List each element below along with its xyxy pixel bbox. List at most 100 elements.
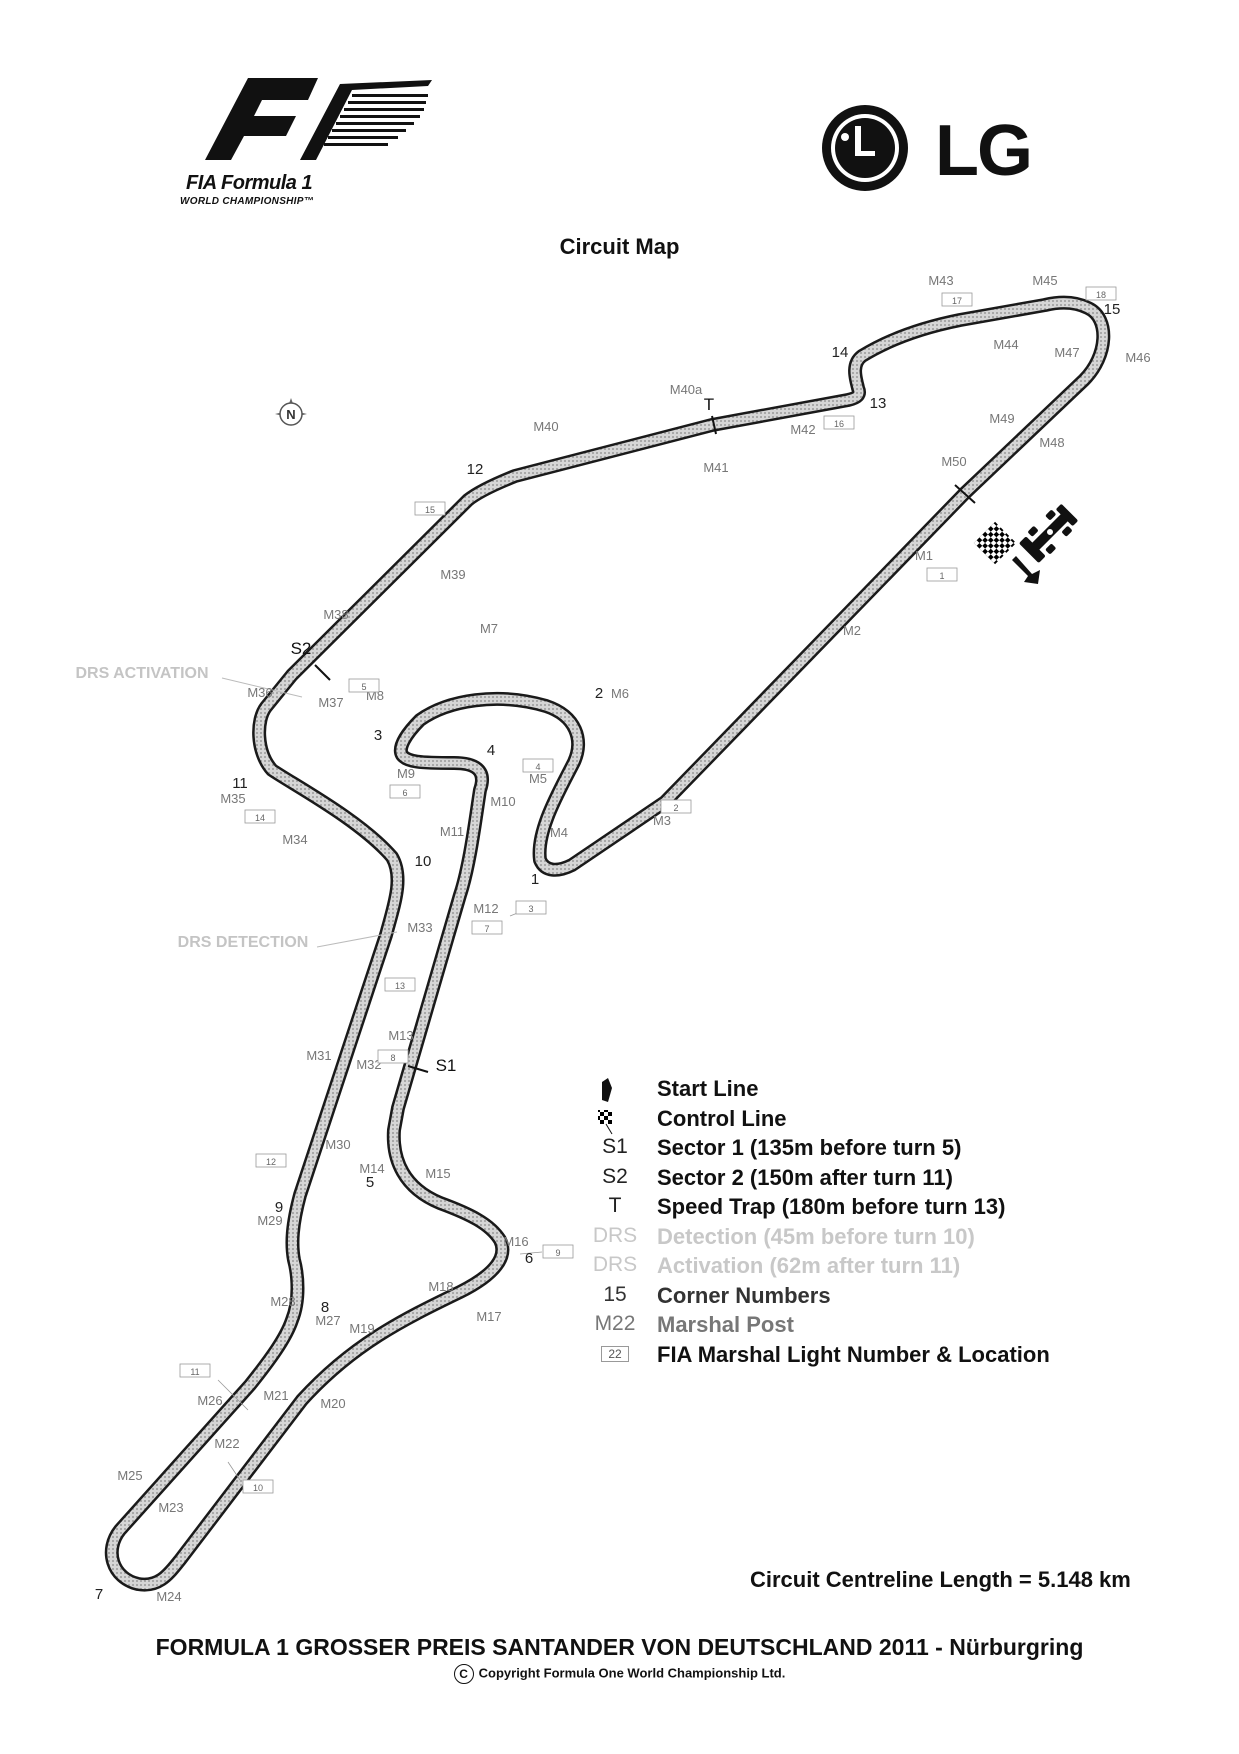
light-box-number: 17 — [952, 296, 962, 306]
marshal-post-label: M33 — [407, 920, 432, 935]
light-box — [660, 799, 692, 814]
marshal-post-label: M39 — [440, 567, 465, 582]
legend-text: Sector 2 (150m after turn 11) — [657, 1164, 953, 1190]
marshal-post-label: M35 — [220, 791, 245, 806]
corner-number: 7 — [95, 1586, 103, 1603]
legend-light-box: 22 — [601, 1345, 629, 1362]
marshal-post-label: M50 — [941, 454, 966, 469]
sector-label: T — [704, 395, 714, 414]
legend-text: Speed Trap (180m before turn 13) — [657, 1194, 1006, 1219]
light-box — [542, 1244, 574, 1259]
corner-number: 4 — [487, 742, 495, 759]
marshal-post-label: M18 — [428, 1279, 453, 1294]
light-box-number: 7 — [484, 924, 489, 934]
copyright-icon: C — [453, 1664, 474, 1684]
lg-logo — [822, 105, 908, 191]
light-box — [471, 920, 503, 935]
control-line-flag — [973, 521, 1017, 565]
legend-control-line-icon — [598, 1110, 612, 1124]
f1-logo-stripes — [300, 80, 432, 160]
legend-row: DRS Activation (62m after turn 11) — [580, 1251, 1100, 1279]
marshal-post-label: M4 — [550, 825, 568, 840]
corner-number: 1 — [531, 871, 539, 888]
legend-text: Sector 1 (135m before turn 5) — [657, 1135, 962, 1160]
marshal-post-label: M9 — [397, 766, 415, 781]
marshal-post-label: M36 — [247, 685, 272, 700]
marshal-post-label: M27 — [315, 1313, 340, 1328]
light-box-number: 11 — [190, 1367, 199, 1377]
corner-number: 5 — [366, 1174, 374, 1191]
marshal-post-label: M11 — [440, 824, 464, 839]
light-box — [348, 678, 380, 693]
marshal-post-label: M13 — [388, 1028, 413, 1043]
legend-symbol: DRS — [592, 1253, 638, 1276]
light-box — [823, 415, 855, 430]
marshal-post-label: M12 — [473, 901, 498, 916]
light-box — [522, 758, 554, 773]
legend-text: Corner Numbers — [657, 1282, 831, 1308]
corner-number: 2 — [595, 685, 603, 702]
legend-row: T Speed Trap (180m before turn 13) — [580, 1192, 1100, 1220]
light-box — [242, 1479, 274, 1494]
f1-logo-f-shape — [205, 78, 318, 160]
f1-logo-subtext: WORLD CHAMPIONSHIP™ — [180, 196, 315, 207]
corner-number: 13 — [870, 395, 887, 412]
corner-number: 10 — [415, 853, 432, 870]
light-box-number: 13 — [395, 981, 405, 991]
legend-symbol: T — [608, 1194, 622, 1217]
marshal-post-label: M34 — [282, 832, 307, 847]
lg-logo-text: LG — [935, 111, 1033, 191]
marshal-post-label: M48 — [1039, 435, 1064, 450]
legend-row: Start Line — [580, 1074, 1100, 1102]
marshal-post-label: M14 — [359, 1161, 384, 1176]
light-box-number: 15 — [425, 505, 435, 515]
marshal-post-label: M22 — [214, 1436, 239, 1451]
legend-symbol: M22 — [594, 1312, 636, 1335]
marshal-post-label: M19 — [349, 1321, 374, 1336]
sector-label: S2 — [291, 639, 312, 658]
light-box — [926, 567, 958, 582]
light-box-number: 12 — [266, 1157, 276, 1167]
event-title: FORMULA 1 GROSSER PREIS SANTANDER VON DE… — [155, 1634, 1084, 1660]
marshal-post-label: M6 — [611, 686, 629, 701]
marshal-post-label: M30 — [325, 1137, 350, 1152]
light-box — [244, 809, 276, 824]
speed-trap-line — [711, 415, 717, 435]
marshal-post-label: M24 — [156, 1589, 181, 1604]
legend-start-line-icon — [602, 1078, 612, 1102]
circuit-length: Circuit Centreline Length = 5.148 km — [750, 1567, 1131, 1592]
light-box — [255, 1153, 287, 1168]
light-box-number: 5 — [361, 682, 366, 692]
marshal-post-label: M46 — [1125, 350, 1150, 365]
light-box-number: 14 — [255, 813, 265, 823]
marshal-post-label: M1 — [915, 548, 933, 563]
light-box-number: 3 — [528, 904, 533, 914]
copyright-text: Copyright Formula One World Championship… — [478, 1665, 786, 1681]
light-box — [414, 501, 446, 516]
marshal-post-label: M42 — [790, 422, 815, 437]
marshal-post-label: M37 — [318, 695, 343, 710]
drs-activation-leader — [221, 677, 303, 698]
drs-label: DRS ACTIVATION — [75, 665, 208, 682]
legend-text: Activation (62m after turn 11) — [657, 1253, 961, 1278]
compass-rose: N — [275, 398, 307, 426]
marshal-post-label: M16 — [503, 1234, 528, 1249]
light-box — [377, 1049, 409, 1064]
light-box — [384, 977, 416, 992]
marshal-post-label: M47 — [1054, 345, 1079, 360]
compass-n-label: N — [286, 407, 295, 422]
marshal-post-label: M31 — [306, 1048, 331, 1063]
marshal-post-label: M26 — [197, 1393, 222, 1408]
legend-text: Marshal Post — [657, 1312, 794, 1337]
light-box-number: 16 — [834, 419, 844, 429]
circuit-track-surface — [107, 298, 1108, 1590]
marshal-post-label: M40a — [670, 382, 703, 397]
drs-detection-leader — [316, 931, 398, 948]
control-line-mark — [954, 484, 976, 504]
light-box-number: 6 — [402, 788, 407, 798]
